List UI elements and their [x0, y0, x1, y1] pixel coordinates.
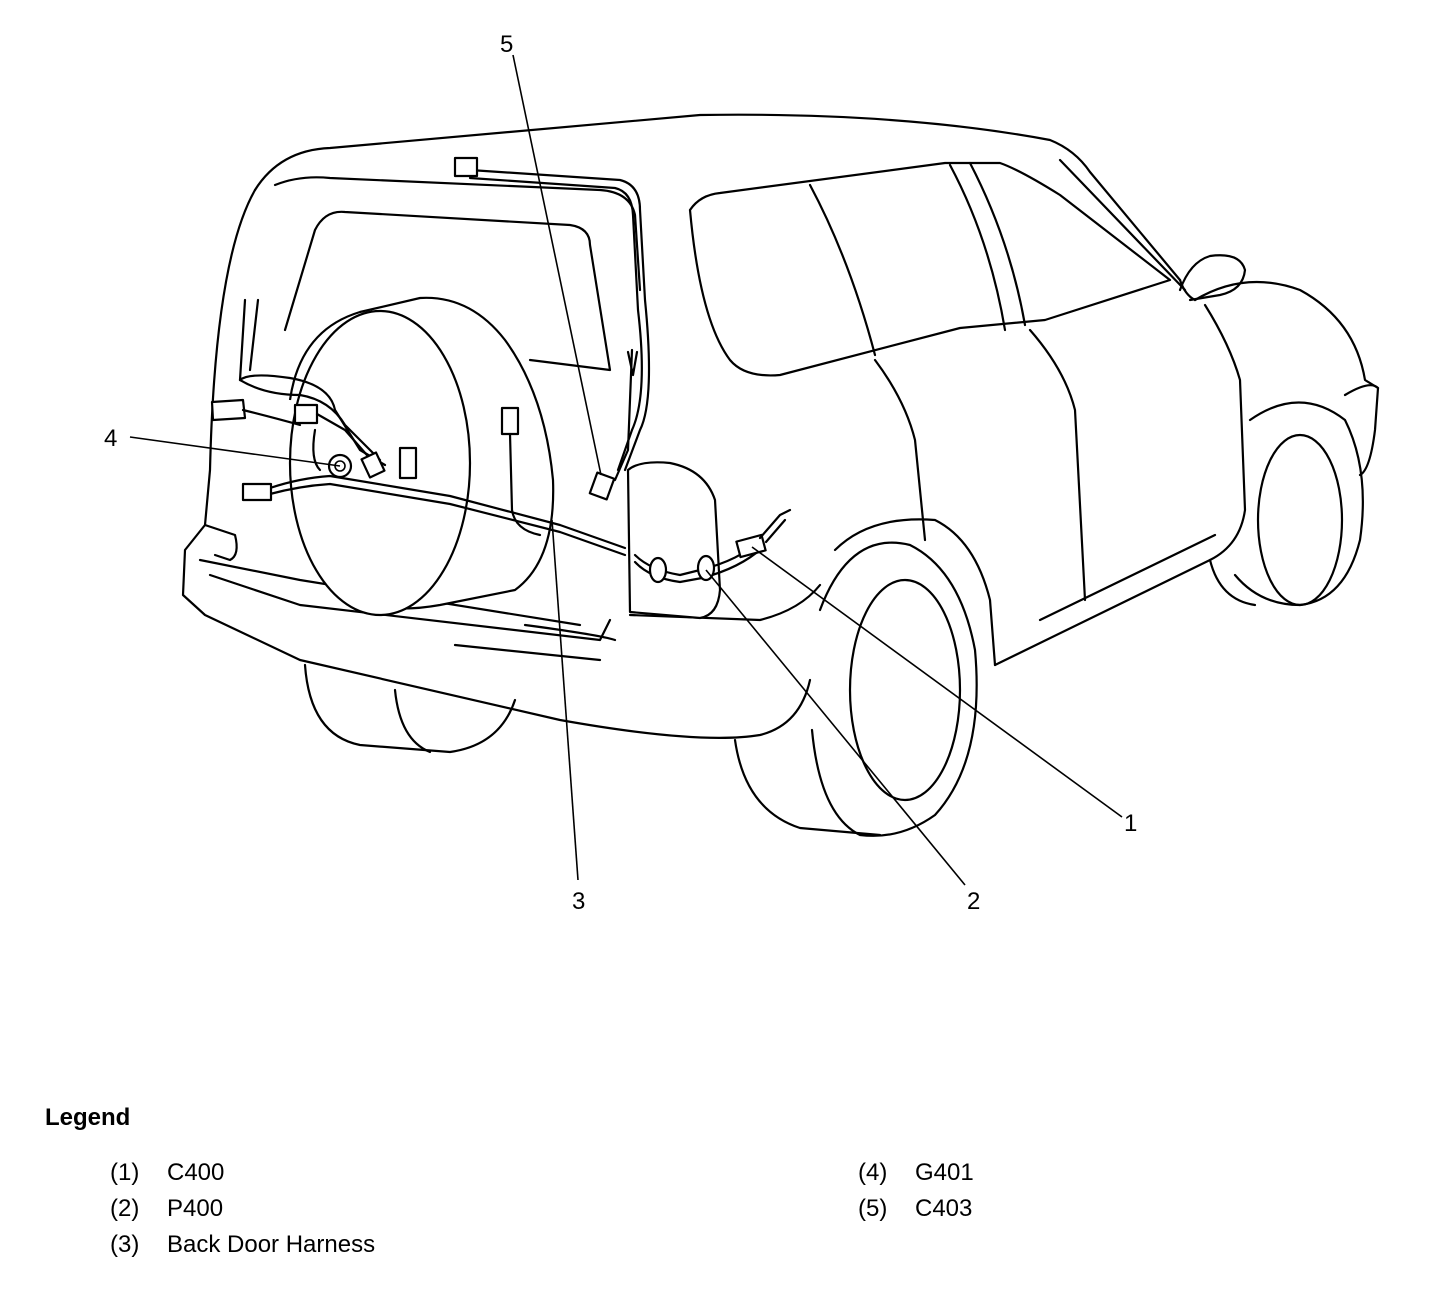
callout-5: 5	[500, 31, 513, 58]
tail-lamp	[626, 461, 722, 620]
legend-item-label: Back Door Harness	[167, 1231, 376, 1258]
leader-line-2	[705, 569, 966, 886]
legend-item-label: P400	[167, 1195, 224, 1222]
vehicle-body	[253, 113, 1380, 667]
rear-right-wheel	[733, 518, 997, 837]
legend-item-label: G401	[915, 1159, 974, 1186]
callout-2: 2	[967, 888, 980, 915]
legend-column-right: (4) G401 (5) C403	[858, 1155, 974, 1227]
callout-3: 3	[572, 888, 585, 915]
legend-item-number: (3)	[110, 1231, 140, 1258]
legend-item-2: (2) P400	[110, 1191, 375, 1227]
leader-line-5	[512, 54, 602, 476]
spare-tire	[288, 296, 555, 617]
legend-item-3: (3) Back Door Harness	[110, 1227, 375, 1263]
front-right-wheel	[1208, 401, 1364, 607]
legend-item-number: (4)	[858, 1159, 888, 1186]
leader-line-3	[551, 519, 579, 881]
rear-left-tire	[303, 663, 517, 754]
legend-item-number: (5)	[858, 1195, 888, 1222]
callout-4: 4	[104, 425, 117, 452]
legend-item-number: (2)	[110, 1195, 140, 1222]
legend-item-number: (1)	[110, 1159, 140, 1186]
legend-item-4: (4) G401	[858, 1155, 974, 1191]
wiring-harness	[210, 156, 792, 584]
legend-item-label: C400	[167, 1159, 225, 1186]
vehicle-harness-diagram: 5 4 3 2 1	[104, 31, 1380, 915]
legend-title: Legend	[45, 1104, 131, 1131]
legend-item-5: (5) C403	[858, 1191, 974, 1227]
legend-item-1: (1) C400	[110, 1155, 375, 1191]
leader-lines	[129, 54, 1123, 886]
leader-line-1	[751, 546, 1123, 818]
legend-column-left: (1) C400 (2) P400 (3) Back Door Harness	[110, 1155, 375, 1263]
callout-1: 1	[1124, 810, 1137, 837]
leader-line-4	[129, 436, 341, 467]
legend-item-label: C403	[915, 1195, 973, 1222]
